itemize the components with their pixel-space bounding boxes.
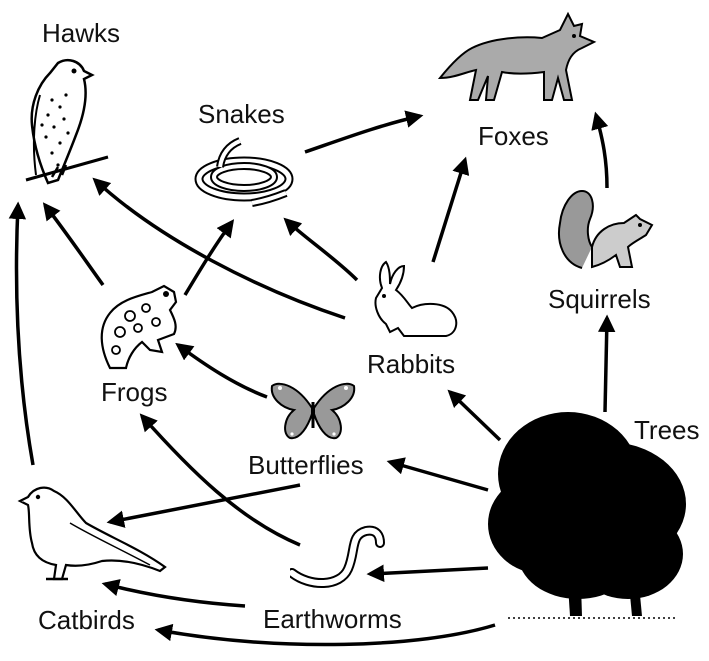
arrow-rabbits-to-snakes [286,220,357,280]
arrow-trees-to-squirrels [605,318,607,412]
arrow-catbirds-to-hawks [17,205,33,465]
label-snakes: Snakes [198,101,285,127]
squirrel-icon [552,183,662,273]
label-earthworms: Earthworms [263,606,402,632]
fox-icon [432,8,602,108]
arrow-rabbits-to-foxes [433,160,465,262]
snake-icon [192,135,302,215]
butterfly-icon [268,378,358,443]
label-catbirds: Catbirds [38,607,135,633]
arrow-butterflies-to-frogs [178,345,267,397]
label-foxes: Foxes [478,123,549,149]
label-butterflies: Butterflies [248,452,364,478]
arrow-frogs-to-snakes [185,222,232,295]
label-trees: Trees [634,417,700,443]
arrow-squirrels-to-foxes [596,115,607,188]
hawk-icon [18,55,113,195]
label-frogs: Frogs [101,379,167,405]
arrow-trees-to-butterflies [390,462,488,490]
rabbit-icon [368,258,463,340]
frog-icon [90,278,185,373]
label-rabbits: Rabbits [367,351,455,377]
catbird-icon [10,483,170,593]
arrow-snakes-to-foxes [305,116,420,152]
arrow-frogs-to-hawks [45,205,103,285]
arrow-trees-to-earthworms [370,568,488,574]
earthworm-icon [290,525,385,590]
label-hawks: Hawks [42,20,120,46]
label-squirrels: Squirrels [548,286,651,312]
